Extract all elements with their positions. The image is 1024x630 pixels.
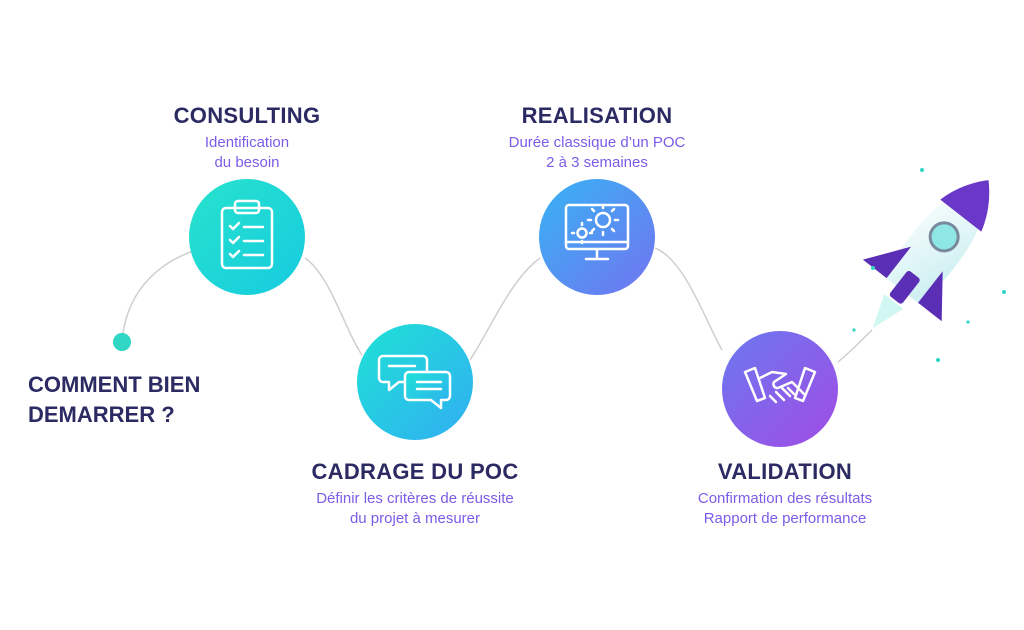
step-realisation-title: REALISATION [521, 103, 673, 128]
step-cadrage-circle [357, 324, 473, 440]
step-validation-circle [722, 331, 838, 447]
step-cadrage: CADRAGE DU POC Définir les critères de r… [290, 459, 540, 529]
step-realisation-line-2: 2 à 3 semaines [546, 154, 648, 171]
step-validation: VALIDATION Confirmation des résultats Ra… [660, 459, 910, 529]
step-consulting-line-2: du besoin [214, 154, 280, 171]
sparkle-dots [852, 168, 1006, 362]
step-realisation-line-1: Durée classique d’un POC [508, 134, 686, 151]
step-cadrage-title: CADRAGE DU POC [311, 459, 519, 484]
step-consulting: CONSULTING Identification du besoin [147, 103, 347, 173]
step-realisation-circle [539, 179, 655, 295]
clipboard-checklist-icon [220, 199, 274, 270]
step-validation-line-2: Rapport de performance [703, 510, 867, 527]
step-validation-line-1: Confirmation des résultats [697, 490, 873, 507]
rocket-icon [862, 180, 990, 329]
step-consulting-title: CONSULTING [173, 103, 321, 128]
step-consulting-circle [189, 179, 305, 295]
chat-bubbles-icon [377, 354, 452, 410]
intro-line-1: COMMENT BIEN [28, 372, 201, 397]
step-cadrage-line-2: du projet à mesurer [349, 510, 481, 527]
intro-heading: COMMENT BIEN DEMARRER ? [28, 370, 200, 430]
step-validation-title: VALIDATION [717, 459, 853, 484]
start-dot [113, 333, 131, 351]
step-cadrage-line-1: Définir les critères de réussite [316, 490, 514, 507]
intro-line-2: DEMARRER ? [28, 402, 175, 427]
monitor-gears-icon [564, 203, 630, 261]
handshake-icon [743, 366, 817, 404]
connector-path [121, 247, 873, 363]
step-consulting-line-1: Identification [204, 134, 290, 151]
step-realisation: REALISATION Durée classique d’un POC 2 à… [472, 103, 722, 173]
